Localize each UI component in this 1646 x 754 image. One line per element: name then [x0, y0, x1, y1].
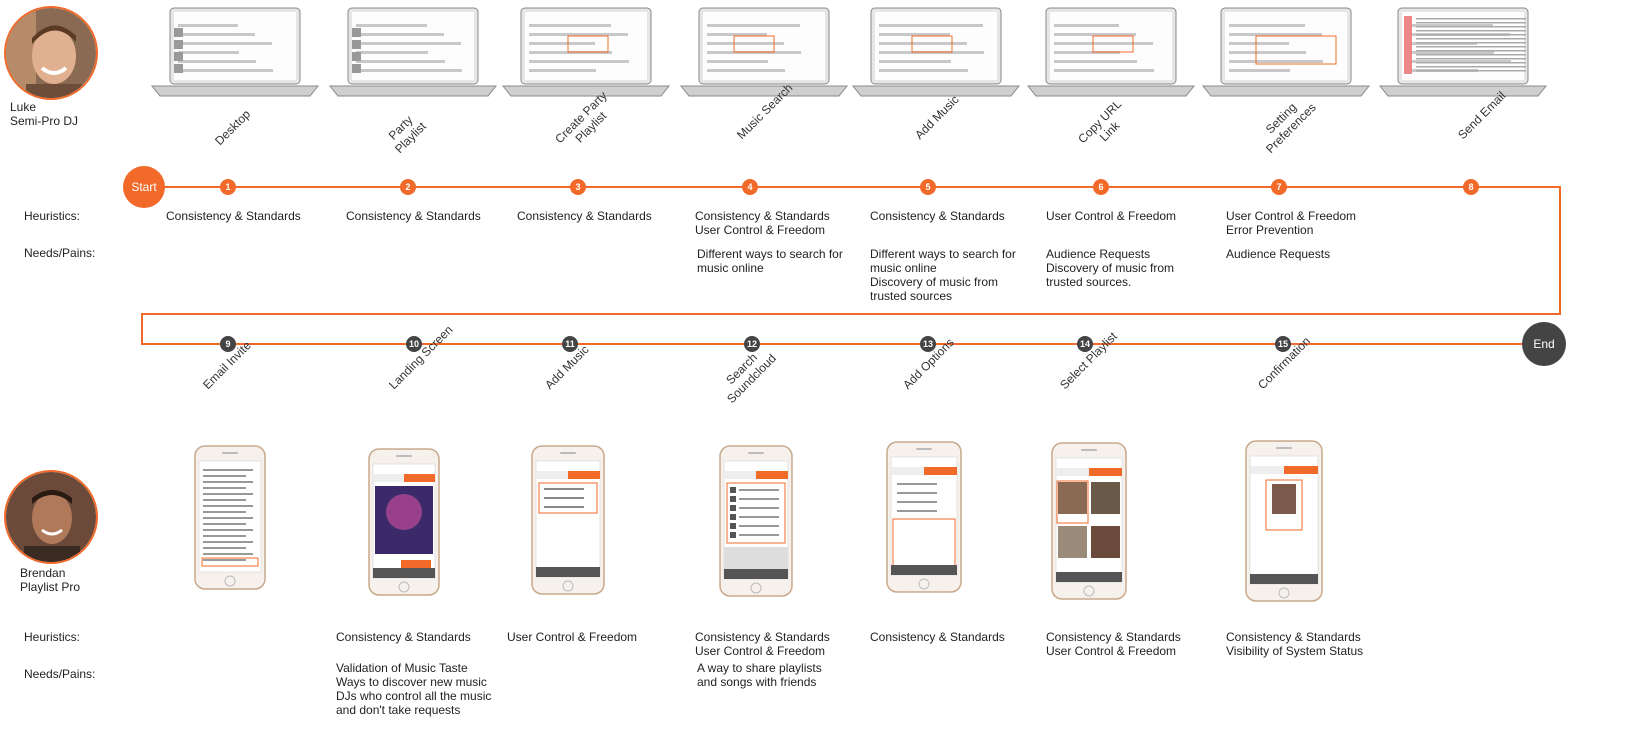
needs-row-label-top: Needs/Pains:	[24, 246, 96, 260]
step-number-badge: 14	[1077, 336, 1093, 352]
heuristics-cell: Consistency & Standards	[870, 630, 1005, 644]
step-number: 10	[408, 339, 419, 349]
phone-icon	[719, 445, 793, 597]
start-node: Start	[123, 166, 165, 208]
laptop-icon	[679, 7, 849, 97]
heuristics-cell: User Control & Freedom	[507, 630, 638, 644]
step-number: 13	[922, 339, 933, 349]
step-number: 3	[575, 182, 581, 192]
step-number: 14	[1079, 339, 1090, 349]
laptop-mockup	[851, 6, 1021, 98]
needs-cell: Audience Requests Discovery of music fro…	[1046, 247, 1175, 289]
step-number: 15	[1277, 339, 1288, 349]
heuristics-cell: Consistency & Standards User Control & F…	[695, 630, 830, 658]
persona-brendan-label: Brendan Playlist Pro	[20, 566, 80, 594]
portrait-brendan-icon	[6, 472, 96, 562]
step-number: 2	[405, 182, 411, 192]
persona-name: Brendan	[20, 566, 66, 580]
heuristics-cell: Consistency & Standards	[517, 209, 652, 223]
step-number-badge: 7	[1271, 179, 1287, 195]
heuristics-cell: Consistency & Standards User Control & F…	[695, 209, 830, 237]
heuristics-cell: Consistency & Standards	[870, 209, 1005, 223]
step-number: 7	[1276, 182, 1282, 192]
phone-mockup	[1245, 440, 1323, 602]
needs-cell: Audience Requests	[1226, 247, 1331, 261]
phone-icon	[1051, 442, 1127, 600]
laptop-icon	[851, 7, 1021, 97]
laptop-icon	[1201, 7, 1371, 97]
laptop-mockup	[328, 6, 498, 98]
persona-luke-label: Luke Semi-Pro DJ	[10, 100, 78, 128]
end-node: End	[1522, 322, 1566, 366]
needs-row-label-bottom: Needs/Pains:	[24, 667, 96, 681]
step-number-badge: 15	[1275, 336, 1291, 352]
step-number-badge: 12	[744, 336, 760, 352]
step-number-badge: 3	[570, 179, 586, 195]
heuristics-cell: Consistency & Standards	[346, 209, 481, 223]
laptop-icon	[328, 7, 498, 97]
heuristics-cell: Consistency & Standards Visibility of Sy…	[1226, 630, 1364, 658]
end-label: End	[1533, 337, 1555, 351]
step-number: 6	[1098, 182, 1104, 192]
needs-cell: Different ways to search for music onlin…	[697, 247, 843, 275]
phone-mockup	[719, 445, 793, 597]
step-number-badge: 5	[920, 179, 936, 195]
phone-mockup	[368, 448, 440, 596]
persona-role: Playlist Pro	[20, 580, 81, 594]
step-number-badge: 13	[920, 336, 936, 352]
laptop-icon	[150, 7, 320, 97]
phone-mockup	[194, 445, 266, 590]
laptop-mockup	[1201, 6, 1371, 98]
laptop-mockup	[1026, 6, 1196, 98]
heuristics-row-label-top: Heuristics:	[24, 209, 81, 223]
phone-mockup	[886, 441, 962, 593]
step-number-badge: 8	[1463, 179, 1479, 195]
start-label: Start	[131, 180, 157, 194]
step-number: 9	[225, 339, 231, 349]
step-number: 5	[925, 182, 931, 192]
persona-role: Semi-Pro DJ	[10, 114, 79, 128]
needs-cell: Different ways to search for music onlin…	[870, 247, 1016, 303]
step-number-badge: 10	[406, 336, 422, 352]
step-number: 4	[747, 182, 753, 192]
laptop-mockup	[1378, 6, 1548, 98]
step-number: 8	[1468, 182, 1474, 192]
heuristics-cell: User Control & Freedom Error Prevention	[1226, 209, 1357, 237]
step-number-badge: 9	[220, 336, 236, 352]
laptop-icon	[1026, 7, 1196, 97]
step-number-badge: 6	[1093, 179, 1109, 195]
step-number: 11	[565, 339, 575, 349]
step-number-badge: 2	[400, 179, 416, 195]
laptop-icon	[1378, 7, 1548, 97]
phone-icon	[531, 445, 605, 595]
phone-icon	[1245, 440, 1323, 602]
laptop-mockup	[679, 6, 849, 98]
phone-icon	[194, 445, 266, 590]
needs-cell: A way to share playlists and songs with …	[697, 661, 822, 689]
heuristics-cell: Consistency & Standards	[336, 630, 471, 644]
heuristics-row-label-bottom: Heuristics:	[24, 630, 81, 644]
heuristics-cell: Consistency & Standards	[166, 209, 301, 223]
step-number-badge: 4	[742, 179, 758, 195]
laptop-mockup	[150, 6, 320, 98]
phone-mockup	[1051, 442, 1127, 600]
step-number: 1	[225, 182, 231, 192]
step-number-badge: 1	[220, 179, 236, 195]
laptop-mockup	[501, 6, 671, 98]
needs-cell: Validation of Music Taste Ways to discov…	[336, 661, 492, 717]
persona-name: Luke	[10, 100, 37, 114]
step-number: 12	[746, 339, 757, 349]
heuristics-cell: User Control & Freedom	[1046, 209, 1177, 223]
heuristics-cell: Consistency & Standards User Control & F…	[1046, 630, 1181, 658]
phone-mockup	[531, 445, 605, 595]
step-number-badge: 11	[562, 336, 578, 352]
avatar-brendan	[4, 470, 98, 564]
phone-icon	[368, 448, 440, 596]
phone-icon	[886, 441, 962, 593]
laptop-icon	[501, 7, 671, 97]
